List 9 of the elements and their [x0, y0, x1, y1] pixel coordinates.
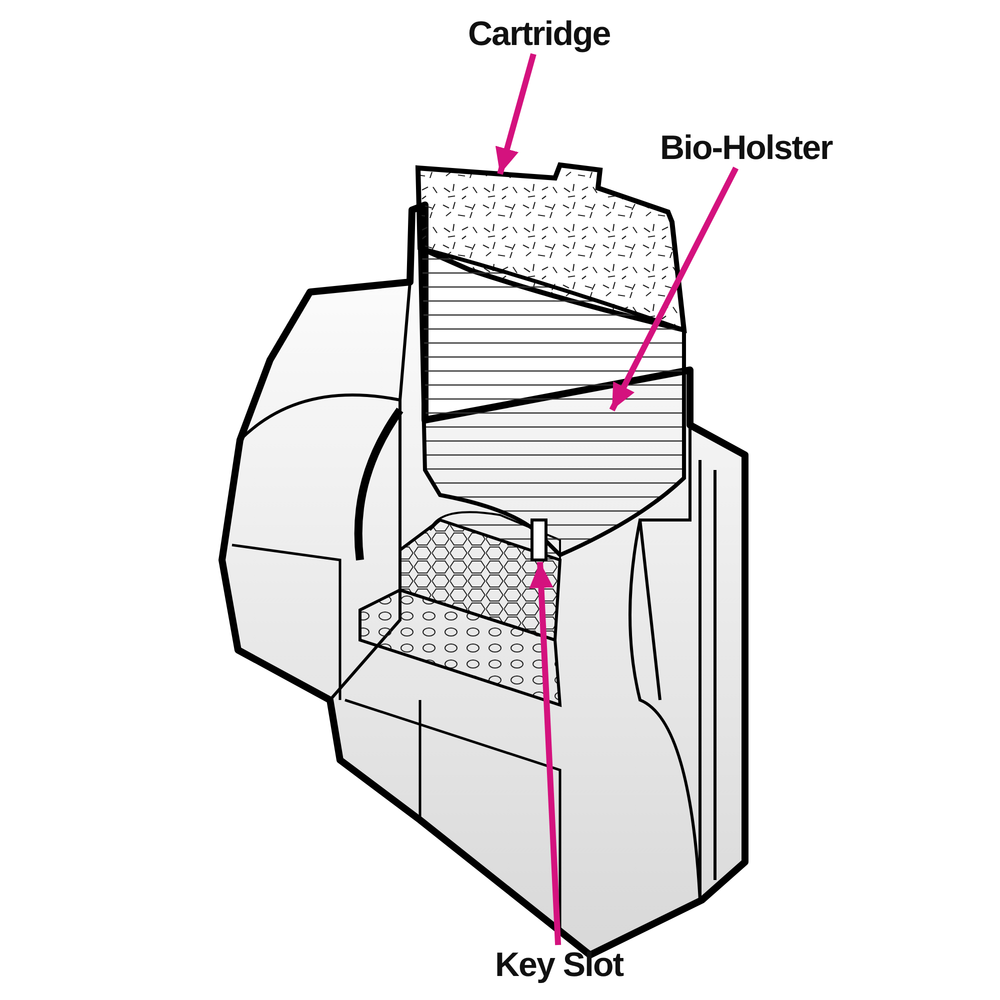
bio-holster-drawing — [418, 246, 686, 557]
key-slot-drawing — [530, 518, 548, 562]
part-label: Bio-Holster — [660, 128, 832, 168]
leader-arrow — [609, 166, 739, 412]
part-label: Cartridge — [468, 14, 610, 54]
cartridge-drawing — [416, 162, 686, 332]
leader-arrow — [529, 562, 562, 946]
part-label: Key Slot — [495, 945, 624, 985]
leader-arrow — [495, 53, 536, 175]
